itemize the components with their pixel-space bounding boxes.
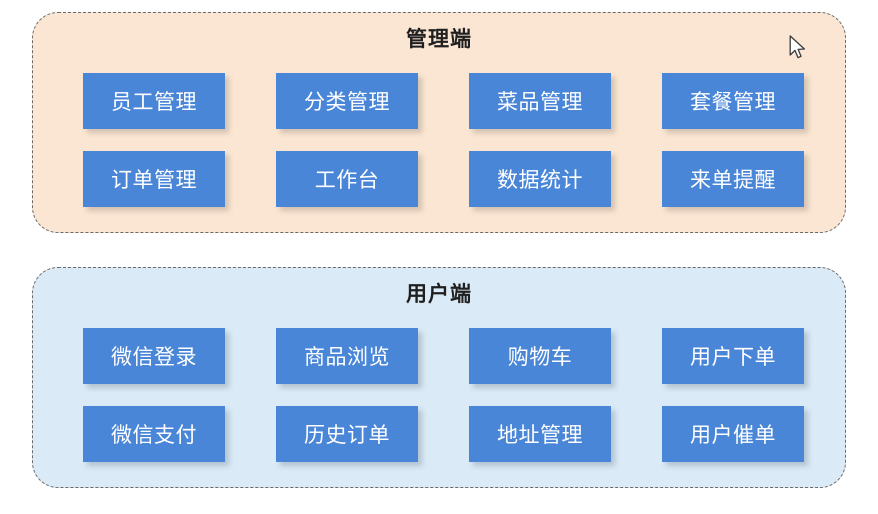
node-user-wechat-login[interactable]: 微信登录 [83,328,225,384]
node-user-order-urge[interactable]: 用户催单 [662,406,804,462]
node-user-shopping-cart[interactable]: 购物车 [469,328,611,384]
node-user-place-order[interactable]: 用户下单 [662,328,804,384]
panel-admin-title: 管理端 [406,28,472,51]
panel-user-node-grid: 微信登录 商品浏览 购物车 用户下单 微信支付 历史订单 地址管理 用户催单 [83,328,804,462]
node-admin-order-reminder[interactable]: 来单提醒 [662,151,804,207]
node-user-address-management[interactable]: 地址管理 [469,406,611,462]
node-user-order-history[interactable]: 历史订单 [276,406,418,462]
panel-user: 用户端 微信登录 商品浏览 购物车 用户下单 微信支付 历史订单 地址管理 用户… [32,267,846,488]
node-user-wechat-pay[interactable]: 微信支付 [83,406,225,462]
panel-admin: 管理端 员工管理 分类管理 菜品管理 套餐管理 订单管理 工作台 数据统计 来单… [32,12,846,233]
node-admin-data-statistics[interactable]: 数据统计 [469,151,611,207]
node-user-product-browse[interactable]: 商品浏览 [276,328,418,384]
node-admin-workbench[interactable]: 工作台 [276,151,418,207]
node-admin-order-management[interactable]: 订单管理 [83,151,225,207]
node-admin-setmeal-management[interactable]: 套餐管理 [662,73,804,129]
panel-user-title: 用户端 [406,283,472,306]
node-admin-employee-management[interactable]: 员工管理 [83,73,225,129]
node-admin-dish-management[interactable]: 菜品管理 [469,73,611,129]
node-admin-category-management[interactable]: 分类管理 [276,73,418,129]
panel-admin-node-grid: 员工管理 分类管理 菜品管理 套餐管理 订单管理 工作台 数据统计 来单提醒 [83,73,804,207]
